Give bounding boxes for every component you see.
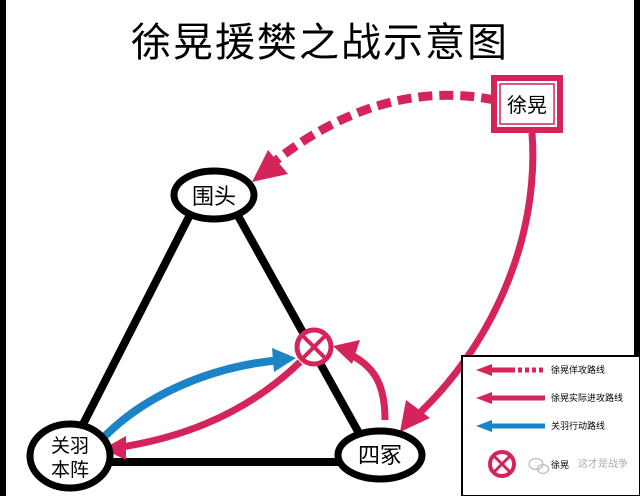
actual-route-arrowhead — [400, 400, 430, 432]
node-weitou: 围头 — [170, 167, 258, 223]
node-sizhong-label: 四冢 — [358, 444, 402, 469]
legend-guanyu-label: 关羽行动路线 — [551, 420, 605, 432]
legend-item-guanyu: 关羽行动路线 — [476, 420, 605, 432]
battle-marker-icon — [294, 327, 334, 367]
pursuit-route — [114, 359, 303, 452]
legend-defeat-label: 徐晃 — [551, 459, 569, 471]
routes — [100, 90, 537, 460]
legend-item-feint: 徐晃佯攻路线 — [476, 364, 605, 376]
xu-huang-actual-route — [409, 132, 537, 423]
node-weitou-label: 围头 — [192, 185, 236, 210]
watermark-text: 这才是战争 — [578, 457, 628, 470]
watermark: 这才是战争 — [528, 457, 628, 475]
wechat-logo-icon — [528, 457, 550, 475]
legend-item-actual: 徐晃实际进攻路线 — [476, 392, 623, 404]
pursuit-arrowhead — [103, 436, 126, 460]
legend-feint-label: 徐晃佯攻路线 — [551, 364, 605, 376]
guan-yu-route — [100, 356, 283, 441]
guan-yu-arrowhead — [272, 348, 296, 372]
sizhong-battle-arrowhead — [333, 340, 360, 364]
node-guanyu-label-line2: 本阵 — [51, 459, 89, 481]
node-xu-huang-label: 徐晃 — [507, 93, 547, 117]
triangle-frame — [71, 201, 364, 466]
xu-huang-feint-route — [259, 90, 496, 176]
triangle-left-edge — [71, 201, 199, 444]
node-guanyu-base: 关羽 本阵 — [26, 420, 114, 492]
node-guanyu-label-line1: 关羽 — [51, 435, 89, 457]
node-xu-huang: 徐晃 — [491, 75, 563, 133]
legend-actual-label: 徐晃实际进攻路线 — [551, 392, 623, 404]
diagram-title: 徐晃援樊之战示意图 — [131, 20, 509, 66]
legend-item-defeat: 徐晃 — [488, 450, 569, 478]
legend: 徐晃佯攻路线 徐晃实际进攻路线 关羽行动路线 徐晃 — [461, 355, 640, 496]
feint-arrowhead — [252, 150, 288, 182]
legend-battle-marker-icon — [488, 450, 516, 478]
triangle-right-edge — [228, 201, 364, 439]
node-sizhong: 四冢 — [334, 427, 426, 483]
